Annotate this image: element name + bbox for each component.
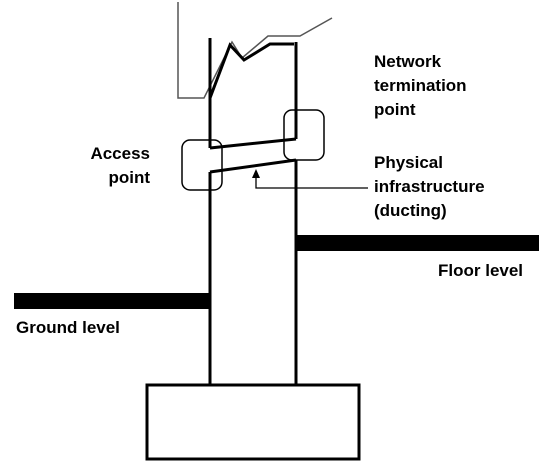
ducting-leader-arrowhead bbox=[252, 169, 260, 178]
physical-infrastructure-label: Physical infrastructure (ducting) bbox=[374, 153, 485, 220]
roof-outline bbox=[177, 2, 333, 99]
ground-level-bar bbox=[14, 293, 210, 309]
network-termination-point-label: Network termination point bbox=[374, 52, 467, 119]
access-point-label: Access point bbox=[90, 144, 150, 187]
wall-broken-top bbox=[208, 42, 294, 99]
floor-level-label: Floor level bbox=[438, 261, 524, 280]
ground-level-label: Ground level bbox=[16, 318, 120, 337]
ducting-pipe bbox=[209, 137, 297, 174]
floor-level-bar bbox=[296, 235, 539, 251]
access-point-box bbox=[181, 139, 223, 191]
ducting-leader-line bbox=[255, 176, 368, 189]
network-termination-box bbox=[283, 109, 325, 161]
foundation-block bbox=[145, 383, 361, 461]
